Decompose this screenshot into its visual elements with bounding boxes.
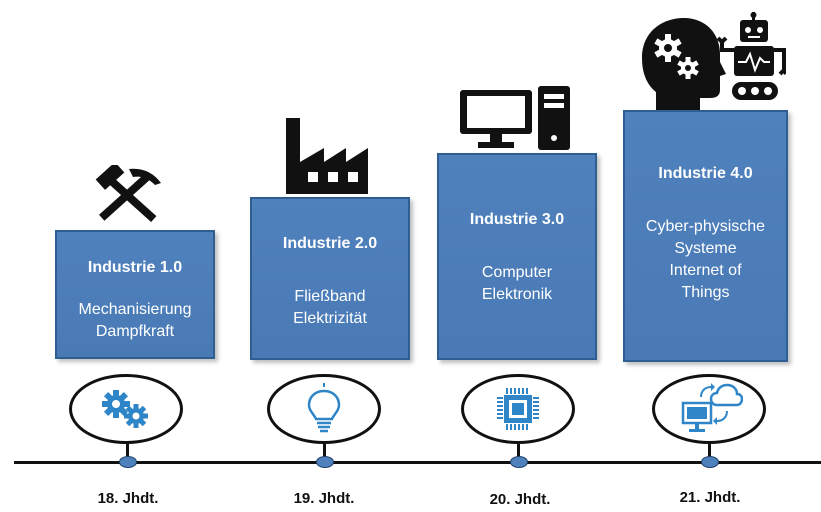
lightbulb-icon	[307, 383, 341, 433]
ai-head-robot-icon	[634, 12, 788, 110]
timeline-node	[701, 456, 719, 468]
stage-desc-line: Elektrizität	[293, 310, 367, 327]
timeline-line	[14, 461, 821, 464]
stage-desc-line: Computer	[481, 264, 553, 281]
timeline-connector	[126, 444, 129, 462]
stage-box-industrie-1: Industrie 1.0 Mechanisierung Dampfkraft	[55, 230, 215, 359]
century-label: 21. Jhdt.	[679, 489, 741, 506]
stage-desc-line: Fließband	[294, 288, 366, 305]
timeline-connector	[708, 444, 711, 462]
stage-description: Mechanisierung Dampfkraft	[57, 299, 213, 343]
stage-box-industrie-4: Industrie 4.0 Cyber-physische Systeme In…	[623, 110, 788, 362]
stage-box-industrie-2: Industrie 2.0 Fließband Elektrizität	[250, 197, 410, 360]
century-label: 18. Jhdt.	[97, 490, 159, 507]
stage-ellipse	[652, 374, 766, 444]
timeline-node	[119, 456, 137, 468]
stage-desc-line: Elektronik	[481, 286, 553, 303]
stage-description: Fließband Elektrizität	[252, 286, 408, 330]
stage-box-industrie-3: Industrie 3.0 Computer Elektronik	[437, 153, 597, 360]
factory-icon	[282, 118, 368, 194]
gears-icon	[102, 390, 148, 428]
stage-desc-line: Internet of	[669, 262, 742, 279]
timeline-node	[316, 456, 334, 468]
stage-title: Industrie 2.0	[282, 235, 378, 252]
stage-desc-line: Things	[681, 284, 730, 301]
microchip-icon	[497, 388, 539, 430]
timeline-node	[510, 456, 528, 468]
desktop-computer-icon	[458, 86, 572, 152]
timeline-connector	[517, 444, 520, 462]
century-label: 19. Jhdt.	[293, 490, 355, 507]
stage-description: Cyber-physische Systeme Internet of Thin…	[625, 216, 786, 304]
timeline-connector	[323, 444, 326, 462]
stage-title: Industrie 4.0	[658, 165, 753, 182]
stage-ellipse	[461, 374, 575, 444]
stage-ellipse	[69, 374, 183, 444]
stage-title: Industrie 1.0	[87, 259, 183, 276]
century-label: 20. Jhdt.	[489, 491, 551, 508]
stage-desc-line: Dampfkraft	[95, 323, 175, 340]
stage-ellipse	[267, 374, 381, 444]
stage-desc-line: Systeme	[674, 240, 737, 257]
stage-desc-line: Cyber-physische	[645, 218, 766, 235]
stage-description: Computer Elektronik	[439, 262, 595, 306]
stage-title: Industrie 3.0	[469, 211, 565, 228]
hammer-pick-icon	[91, 162, 163, 227]
stage-desc-line: Mechanisierung	[78, 301, 192, 318]
cloud-sync-icon	[681, 383, 743, 432]
